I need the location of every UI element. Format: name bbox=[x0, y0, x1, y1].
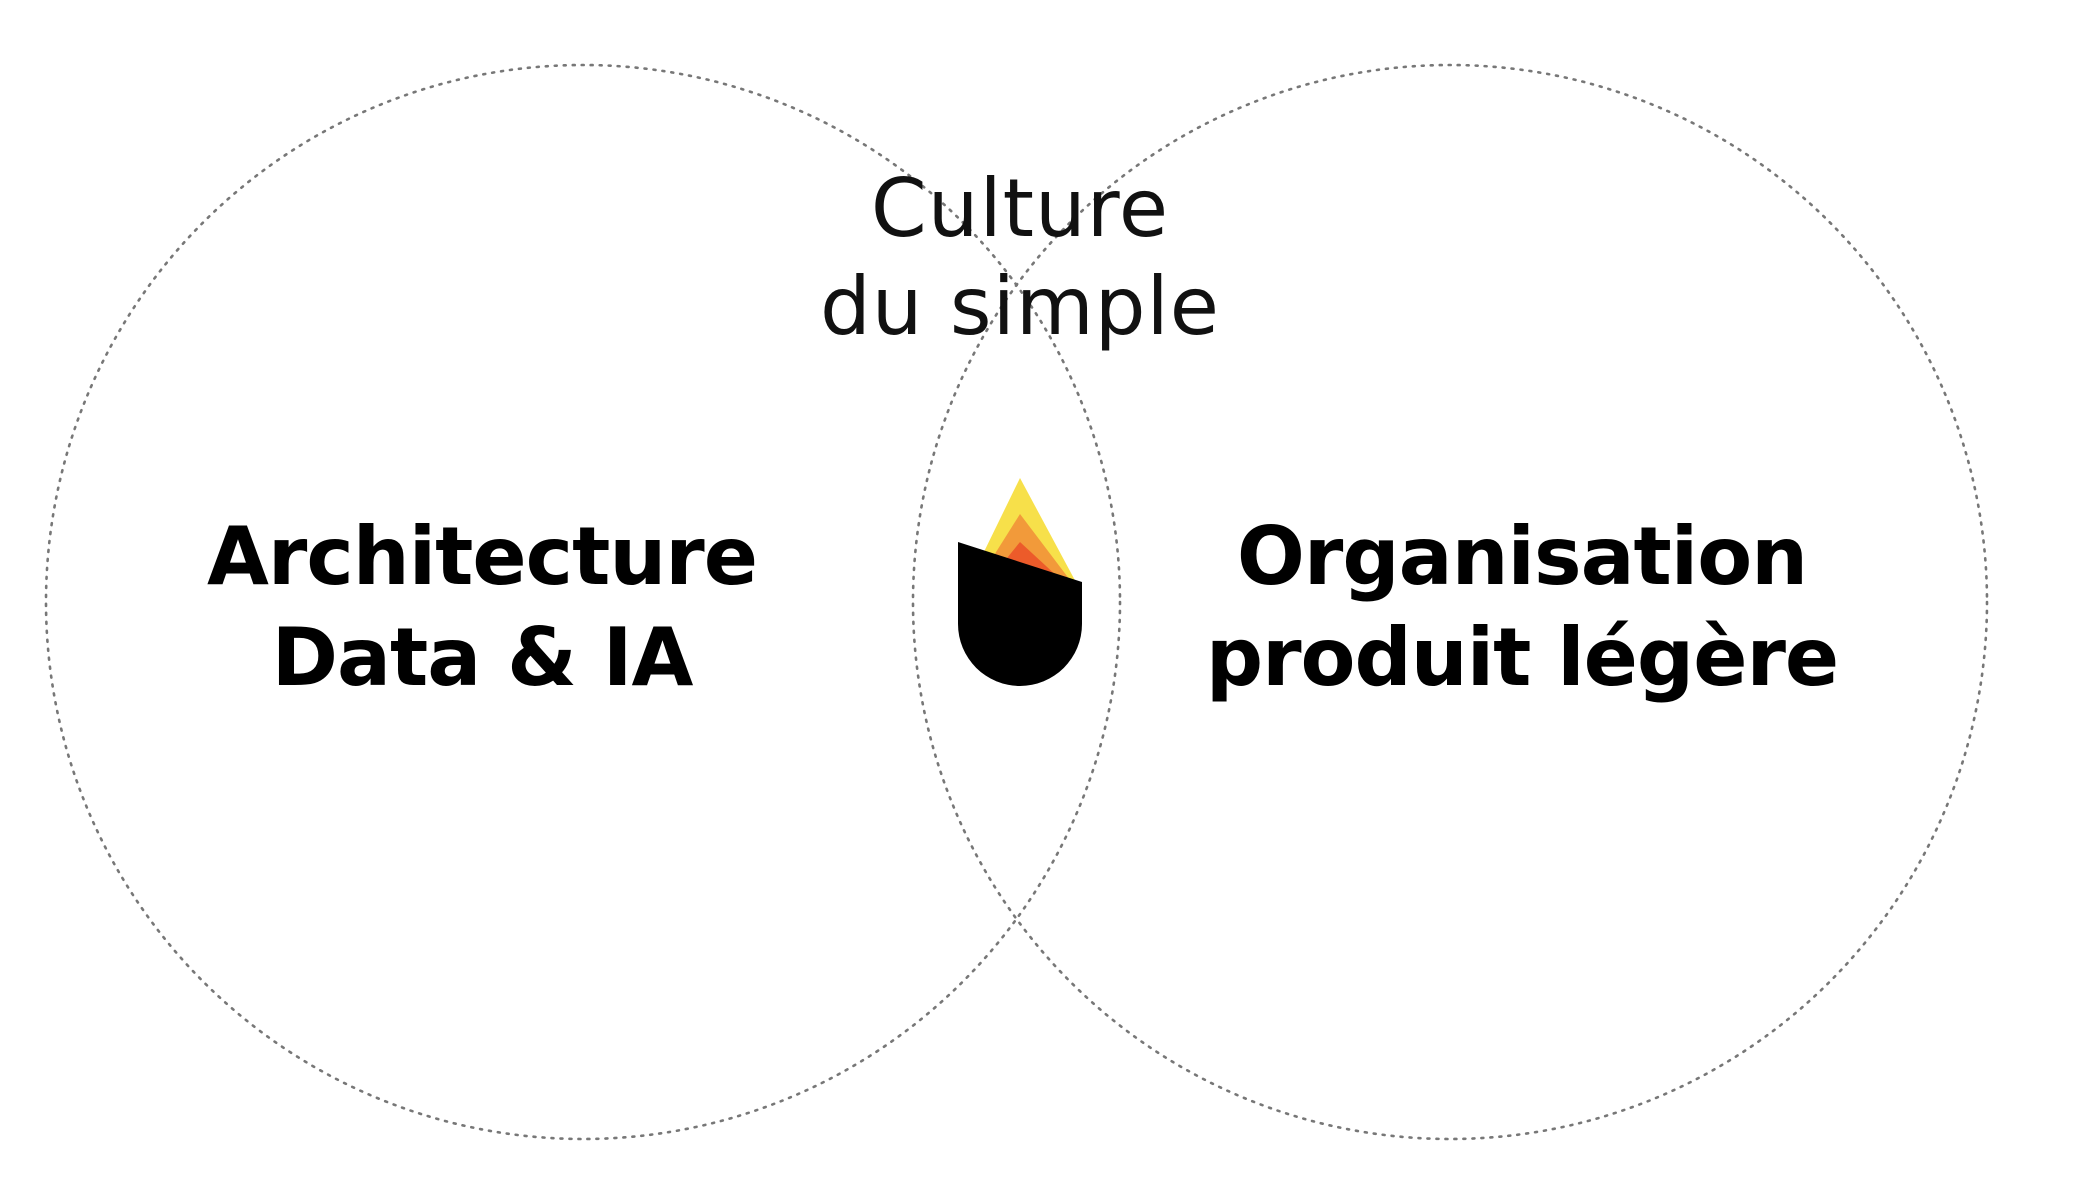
left-circle-label: Architecture Data & IA bbox=[182, 506, 782, 708]
intersection-label-line-2: du simple bbox=[820, 260, 1220, 353]
right-circle-label: Organisation produit légère bbox=[1172, 506, 1872, 708]
intersection-label-line-1: Culture bbox=[870, 162, 1170, 255]
flame-logo-icon bbox=[958, 478, 1082, 686]
left-circle-label-line-1: Architecture bbox=[207, 510, 758, 603]
logo-base-shape bbox=[958, 542, 1082, 686]
left-circle-label-line-2: Data & IA bbox=[271, 611, 694, 704]
intersection-label: Culture du simple bbox=[770, 160, 1270, 356]
right-circle bbox=[911, 63, 1989, 1141]
left-circle bbox=[44, 63, 1122, 1141]
right-circle-label-line-1: Organisation bbox=[1236, 510, 1808, 603]
right-circle-label-line-2: produit légère bbox=[1205, 611, 1839, 704]
